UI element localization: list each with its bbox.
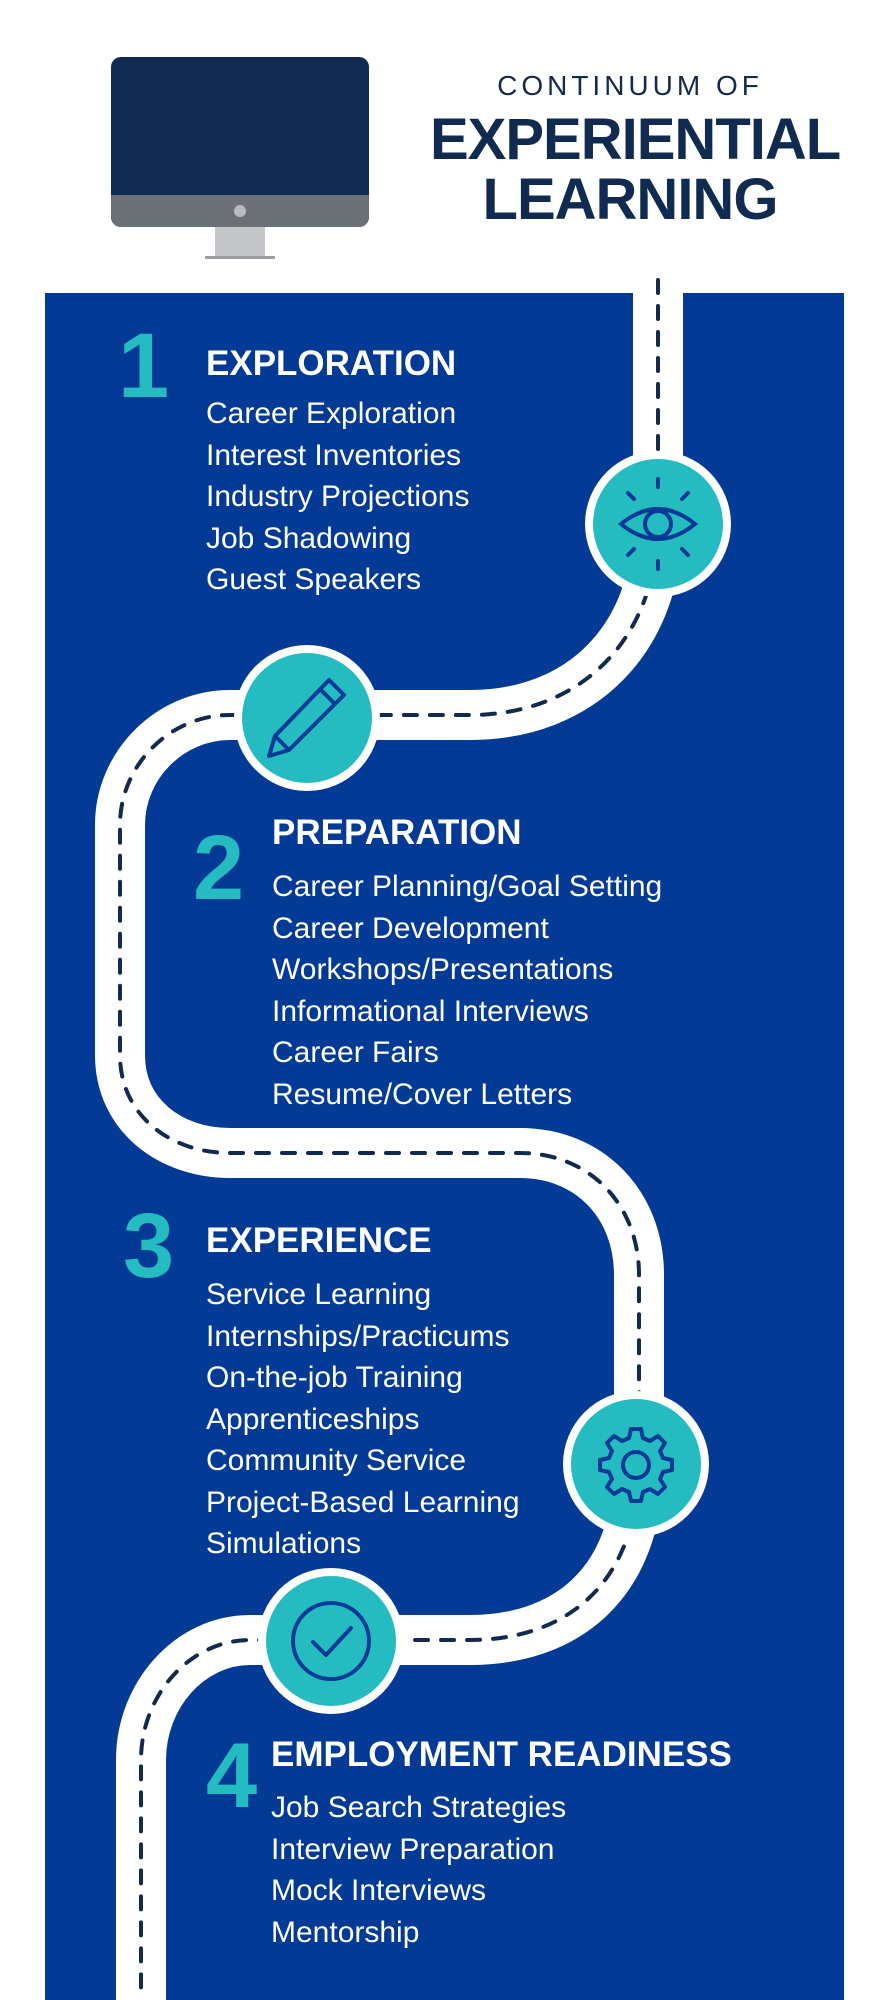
list-item: Mentorship (271, 1915, 420, 1949)
section-title-preparation: PREPARATION (272, 813, 522, 852)
list-item: Internships/Practicums (206, 1319, 510, 1353)
section-title-exploration: EXPLORATION (206, 344, 457, 383)
pencil-icon (267, 678, 346, 758)
title-line-1: EXPERIENTIAL (430, 107, 841, 172)
list-item: Resume/Cover Letters (272, 1077, 573, 1111)
list-item: Interest Inventories (206, 438, 462, 472)
section-list-experience: Service Learning Internships/Practicums … (206, 1274, 520, 1565)
list-item: Community Service (206, 1444, 467, 1477)
list-item: Guest Speakers (206, 563, 422, 596)
list-item: Workshops/Presentations (272, 953, 614, 986)
title-line-2: LEARNING (482, 167, 779, 232)
list-item: Career Fairs (272, 1036, 439, 1069)
list-item: Career Development (272, 911, 549, 945)
section-number-4: 4 (206, 1725, 258, 1827)
section-list-exploration: Career Exploration Interest Inventories … (206, 393, 469, 601)
badge-exploration (585, 451, 731, 597)
list-item: Interview Preparation (271, 1832, 555, 1866)
checkmark-icon (291, 1601, 371, 1681)
section-list-employment-readiness: Job Search Strategies Interview Preparat… (271, 1787, 566, 1953)
section-number-3: 3 (123, 1195, 175, 1297)
list-item: Apprenticeships (206, 1402, 420, 1436)
section-number-2: 2 (193, 817, 245, 919)
page-title: EXPERIENTIAL LEARNING (430, 107, 841, 232)
list-item: On-the-job Training (206, 1361, 463, 1394)
list-item: Job Search Strategies (271, 1791, 567, 1824)
monitor-icon (111, 57, 369, 259)
title-kicker: CONTINUUM OF (497, 70, 763, 101)
eye-icon (617, 477, 699, 571)
list-item: Career Planning/Goal Setting (272, 870, 663, 903)
badge-preparation (234, 645, 380, 791)
section-title-experience: EXPERIENCE (206, 1221, 432, 1260)
badge-experience (563, 1391, 709, 1537)
list-item: Service Learning (206, 1278, 432, 1311)
section-number-1: 1 (118, 315, 170, 417)
list-item: Job Shadowing (206, 521, 412, 555)
section-title-employment-readiness: EMPLOYMENT READINESS (271, 1735, 732, 1774)
list-item: Informational Interviews (272, 994, 589, 1028)
list-item: Career Exploration (206, 397, 457, 430)
gear-icon (598, 1427, 674, 1503)
section-list-preparation: Career Planning/Goal Setting Career Deve… (272, 866, 662, 1115)
list-item: Mock Interviews (271, 1874, 487, 1907)
list-item: Simulations (206, 1527, 362, 1560)
badge-employment-readiness (258, 1568, 404, 1714)
list-item: Project-Based Learning (206, 1485, 520, 1519)
list-item: Industry Projections (206, 480, 470, 513)
road-dashes (118, 278, 660, 2000)
